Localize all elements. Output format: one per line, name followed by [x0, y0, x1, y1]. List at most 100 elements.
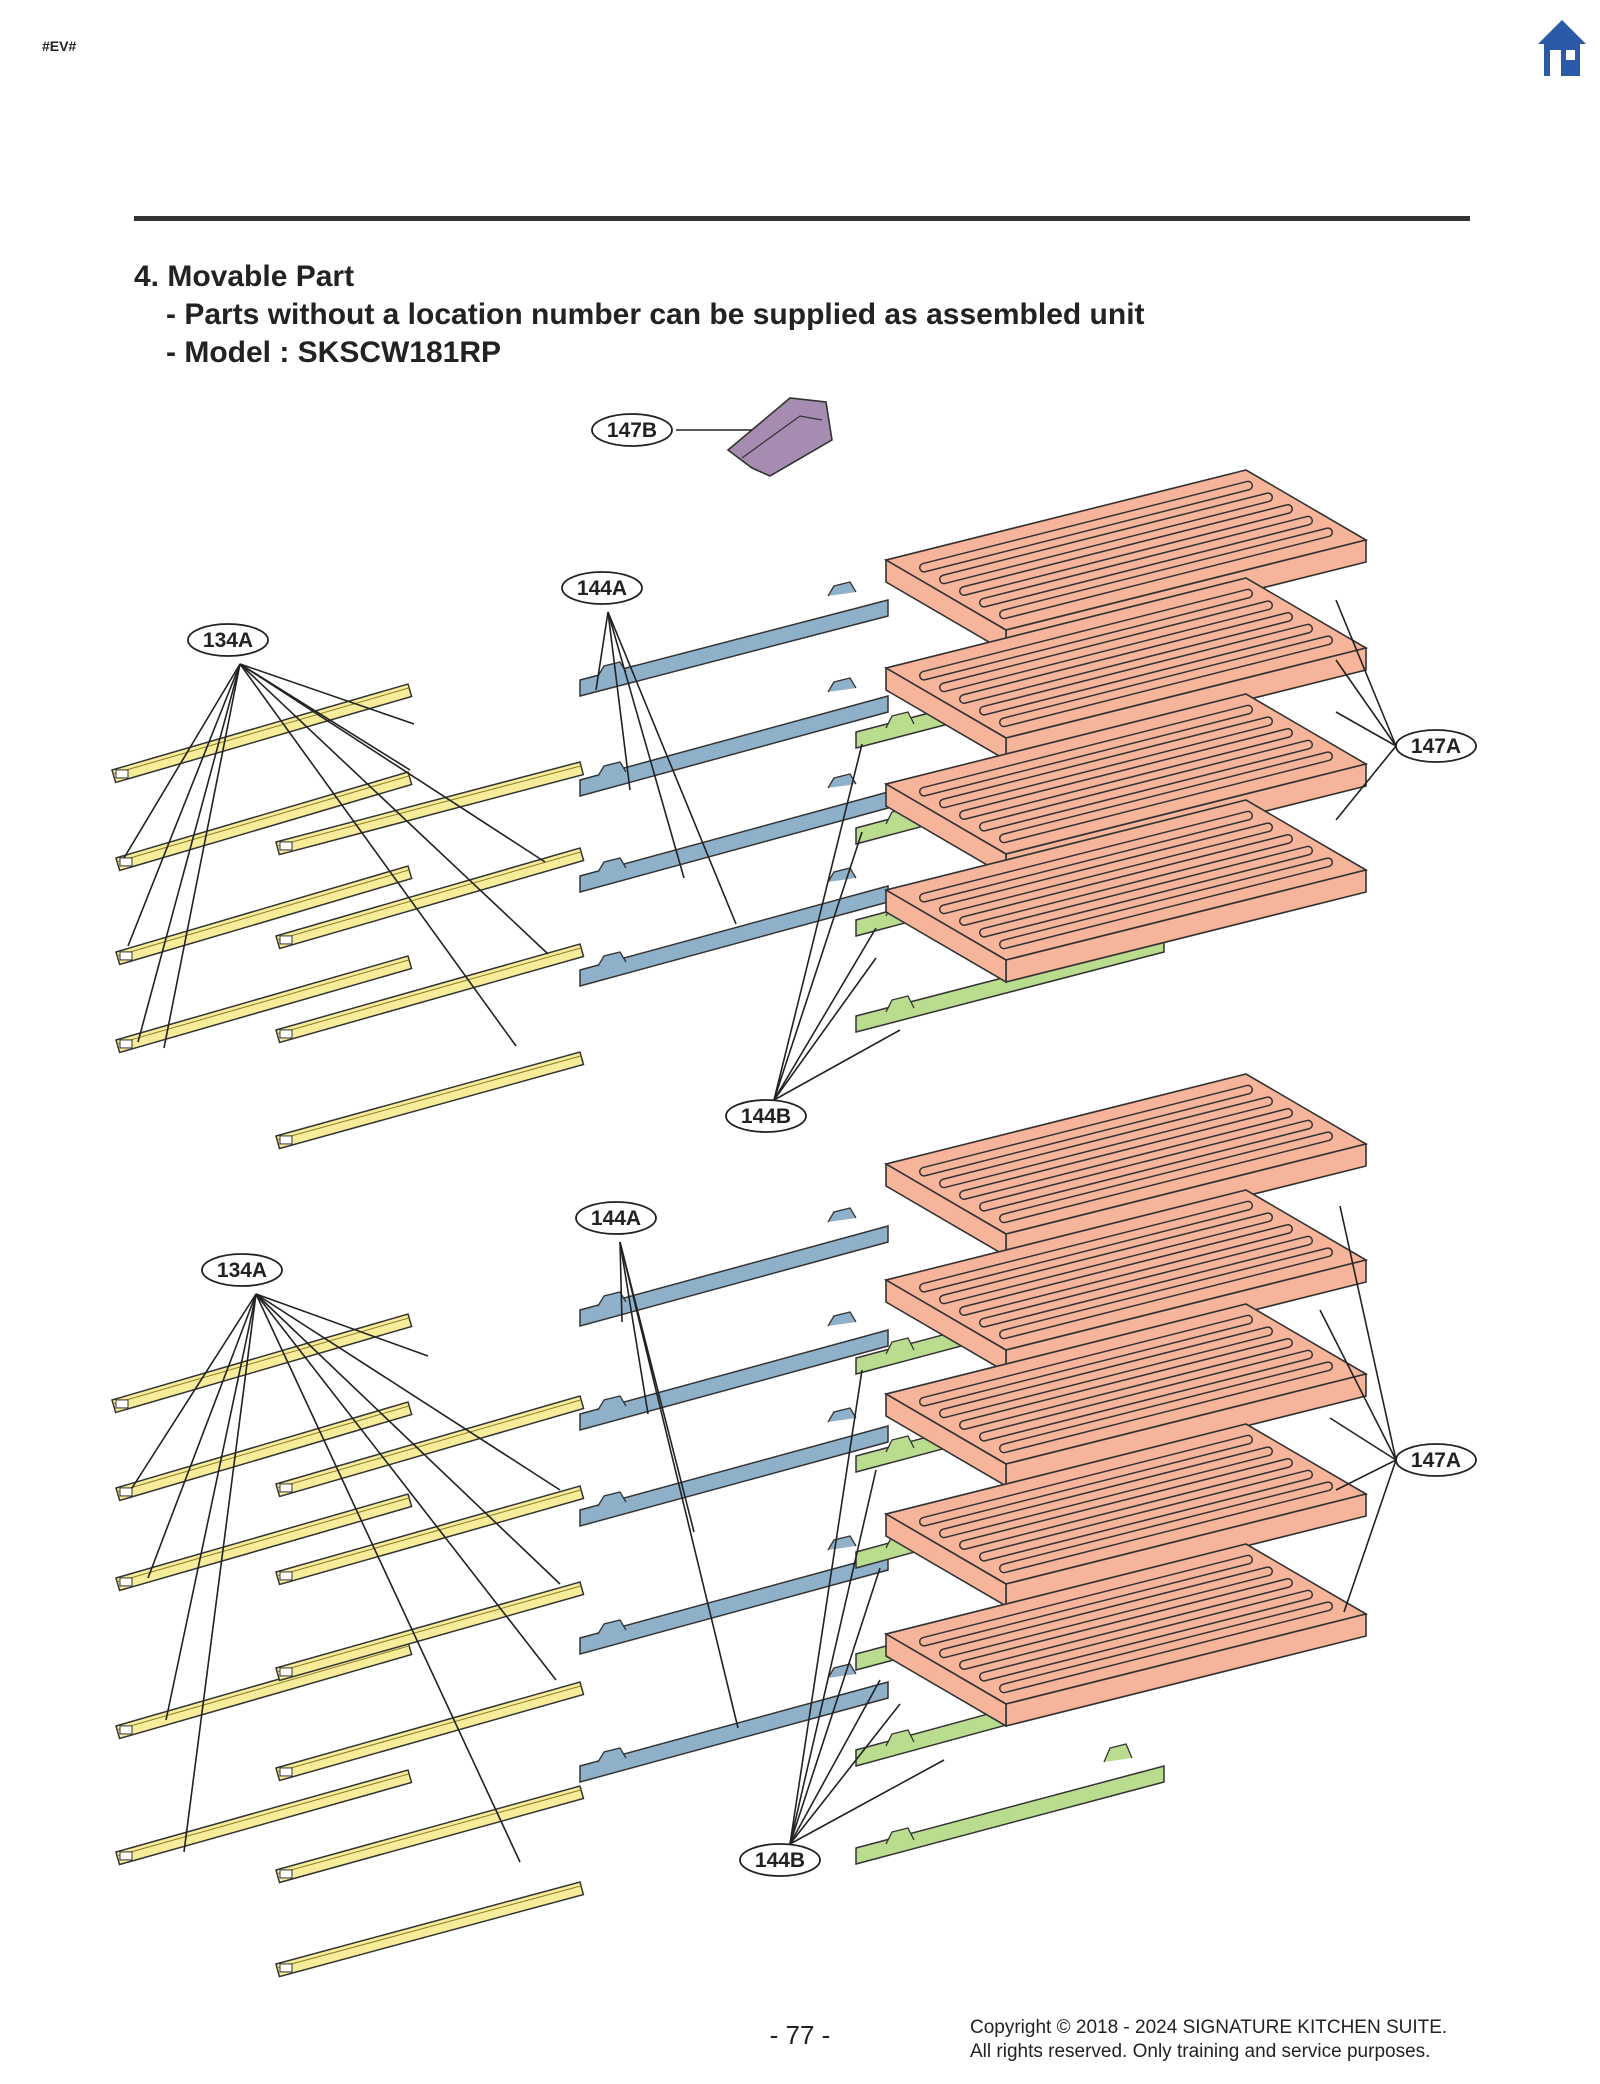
wine-shelf-rod: [960, 1109, 1292, 1199]
side-bracket-hook: [827, 1663, 857, 1679]
leader-144b-bot: [789, 1567, 881, 1845]
leader-144b-bot: [789, 1369, 863, 1845]
leader-134a-top: [239, 663, 546, 863]
wine-shelf-rod: [960, 505, 1292, 595]
slide-rail-tab: [279, 1767, 293, 1777]
wine-shelf-rod: [960, 835, 1292, 925]
side-bracket-hook: [597, 1291, 627, 1307]
side-bracket-hook: [597, 1491, 627, 1507]
shelf-rail-hook: [1103, 1743, 1133, 1763]
wine-shelf-rod: [1000, 1248, 1332, 1338]
slide-rail-edge: [276, 1489, 582, 1577]
leader-144b-top: [773, 831, 863, 1101]
wine-shelf-rod: [920, 1316, 1252, 1406]
slide-rail: [275, 1881, 585, 1978]
side-bracket-hook: [597, 761, 627, 777]
leader-144a-top: [607, 611, 737, 925]
section-note-model: - Model : SKSCW181RP: [166, 336, 502, 369]
label-144b-top-bubble: [725, 1099, 807, 1133]
wine-shelf-rod: [920, 1086, 1252, 1176]
side-bracket-hook: [827, 1207, 857, 1223]
leader-134a-top: [239, 663, 517, 1047]
wine-shelf-rod: [960, 729, 1292, 819]
wine-shelf-rod: [920, 1202, 1252, 1292]
slide-rail: [275, 1485, 585, 1586]
home-icon[interactable]: [1536, 18, 1588, 78]
wine-shelf-rod: [920, 812, 1252, 902]
leader-147a-bot: [1319, 1309, 1397, 1461]
slide-rail-tab: [119, 951, 133, 961]
leader-147a-top: [1335, 745, 1397, 821]
leader-134a-top: [239, 663, 549, 955]
wine-shelf-rod: [940, 823, 1272, 913]
shelf-rail-hook: [885, 995, 915, 1013]
wine-shelf-rod: [940, 1097, 1272, 1187]
wine-shelf-rod: [1000, 858, 1332, 948]
slide-rail-tab: [279, 935, 293, 945]
label-144a-top: 144A: [577, 577, 627, 600]
label-144b-bot-bubble: [739, 1843, 821, 1877]
door-clip-147b: [726, 397, 833, 477]
slide-rail-edge: [276, 1399, 582, 1489]
leader-134a-bot: [255, 1293, 561, 1585]
slide-rail-edge: [112, 687, 410, 775]
leader-144b-top: [773, 743, 863, 1101]
slide-rail: [275, 1395, 585, 1498]
label-144a-top-bubble: [561, 571, 643, 605]
leader-144a-bot: [619, 1241, 623, 1323]
wine-shelf-rod: [940, 1327, 1272, 1417]
slide-rail-edge: [276, 947, 582, 1035]
slide-rail-tab: [115, 769, 129, 779]
section-title: 4. Movable Part: [134, 260, 355, 293]
shelf-rail: [855, 1765, 1165, 1865]
label-134a-bot: 134A: [217, 1259, 267, 1282]
label-144b-bot: 144B: [755, 1849, 805, 1872]
leader-147a-top: [1335, 711, 1397, 747]
slide-rail-edge: [116, 1405, 410, 1493]
slide-rail-edge: [276, 1055, 582, 1141]
leader-134a-top: [239, 663, 415, 725]
wine-shelf-rod: [1000, 1362, 1332, 1452]
slide-rail-edge: [276, 1685, 582, 1773]
leader-144a-bot: [619, 1241, 739, 1729]
door-clip-147b-edge: [741, 415, 823, 459]
wine-shelf-rod: [980, 1121, 1312, 1211]
side-bracket: [579, 1329, 889, 1431]
wine-shelf-rod: [1000, 1482, 1332, 1572]
wine-shelf-rod: [980, 1351, 1312, 1441]
wine-shelf-rod: [920, 706, 1252, 796]
wine-shelf-rod: [1000, 752, 1332, 842]
side-bracket-hook: [827, 581, 857, 597]
slide-rail-tab: [279, 1483, 293, 1493]
wine-shelf-rod: [920, 1556, 1252, 1646]
slide-rail-edge: [276, 765, 582, 847]
slide-rail-tab: [119, 1577, 133, 1587]
copyright: Copyright © 2018 - 2024 SIGNATURE KITCHE…: [970, 2016, 1447, 2064]
side-bracket-hook: [597, 1395, 627, 1411]
leader-144b-bot: [789, 1469, 877, 1845]
side-bracket: [579, 1553, 889, 1655]
wine-shelf-rod: [940, 493, 1272, 583]
wine-shelf-side: [885, 888, 1007, 984]
shelf-rail-hook: [885, 1729, 915, 1747]
leader-144a-top: [607, 611, 631, 791]
slide-rail: [115, 1493, 413, 1592]
slide-rail-edge: [276, 1885, 582, 1969]
slide-rail-edge: [276, 1789, 582, 1875]
slide-rail-tab: [115, 1399, 129, 1409]
leader-134a-bot: [165, 1293, 257, 1721]
leader-144b-top: [773, 957, 877, 1101]
leader-144b-top: [773, 1029, 901, 1101]
side-bracket-hook: [827, 1407, 857, 1423]
slide-rail-edge: [116, 1645, 410, 1731]
leader-147a-top: [1335, 659, 1397, 747]
slide-rail-edge: [112, 1317, 410, 1405]
shelf-rail-hook: [885, 1435, 915, 1453]
side-bracket-hook: [827, 867, 857, 883]
side-bracket-hook: [827, 1535, 857, 1551]
wine-shelf-rod: [1000, 528, 1332, 618]
wine-shelf-rod: [1000, 636, 1332, 726]
slide-rail-tab: [119, 857, 133, 867]
wine-shelf-rod: [960, 1459, 1292, 1549]
